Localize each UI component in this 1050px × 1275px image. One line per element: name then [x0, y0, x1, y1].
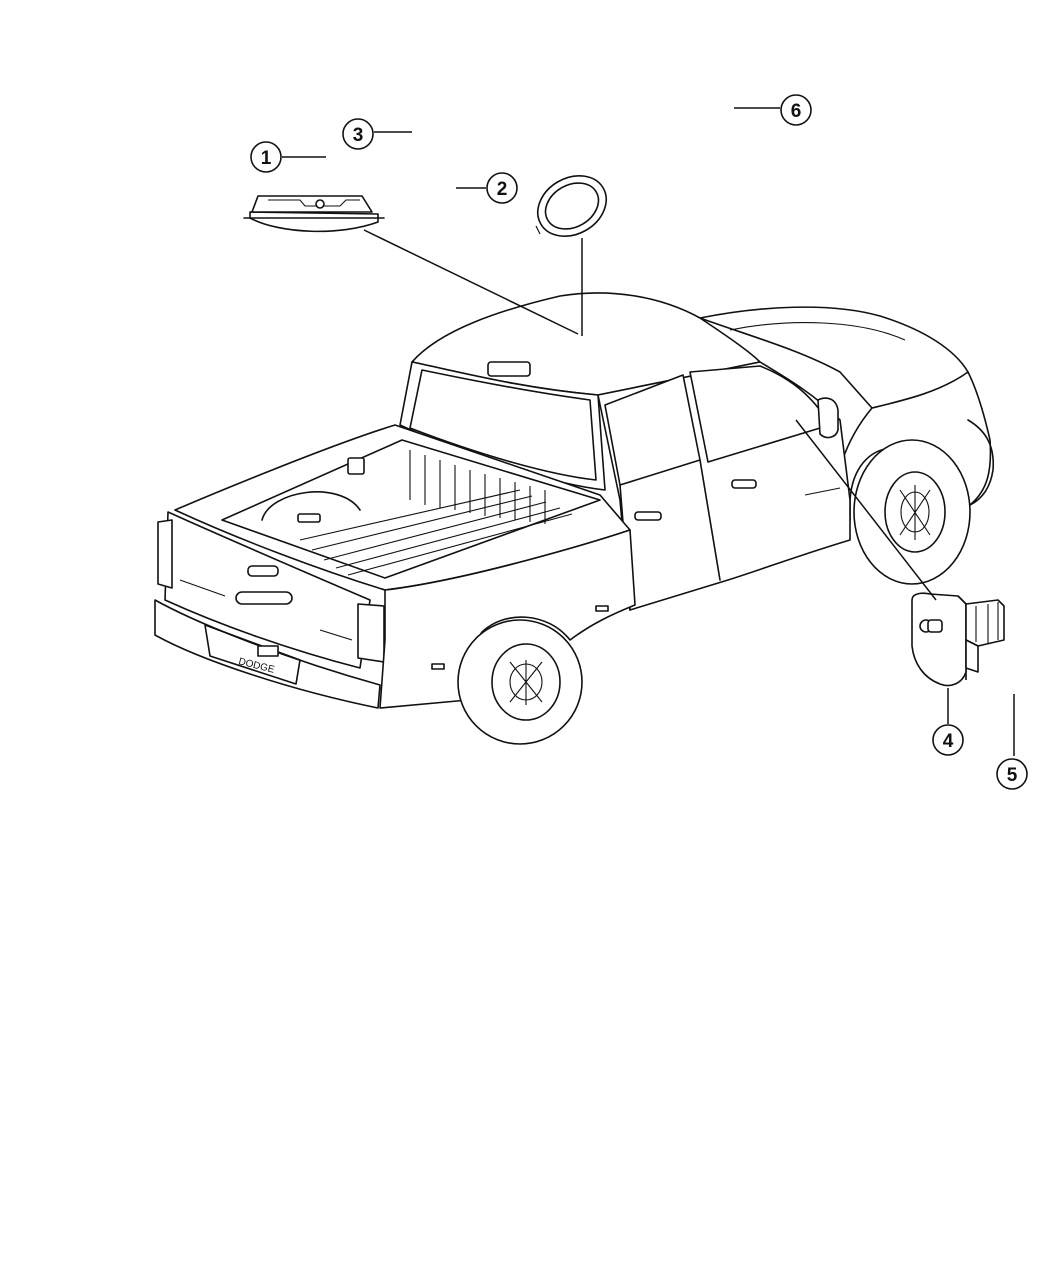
pickup-truck: DODGE [154, 292, 994, 745]
callout-3: 3 [342, 118, 374, 150]
callout-3-label: 3 [353, 125, 364, 146]
callout-1-label: 1 [261, 148, 272, 169]
callout-4: 4 [932, 724, 964, 756]
rear-wheel [457, 619, 583, 745]
side-mirror [817, 397, 839, 439]
callout-4-label: 4 [943, 731, 954, 752]
tailgate [164, 511, 371, 669]
callout-5: 5 [996, 758, 1028, 790]
callout-5-label: 5 [1007, 765, 1018, 786]
front-wheel [853, 439, 971, 585]
part-4-courtesy-lamp [911, 592, 967, 687]
part-1-dome-light [243, 195, 385, 233]
part-5-switch [965, 599, 1005, 673]
callout-1: 1 [250, 141, 282, 173]
callout-2-label: 2 [497, 179, 508, 200]
callout-2: 2 [486, 172, 518, 204]
callout-6-label: 6 [791, 101, 802, 122]
leader-lines [282, 107, 1015, 756]
callout-6: 6 [780, 94, 812, 126]
part-2-lamp-bezel [535, 175, 607, 237]
